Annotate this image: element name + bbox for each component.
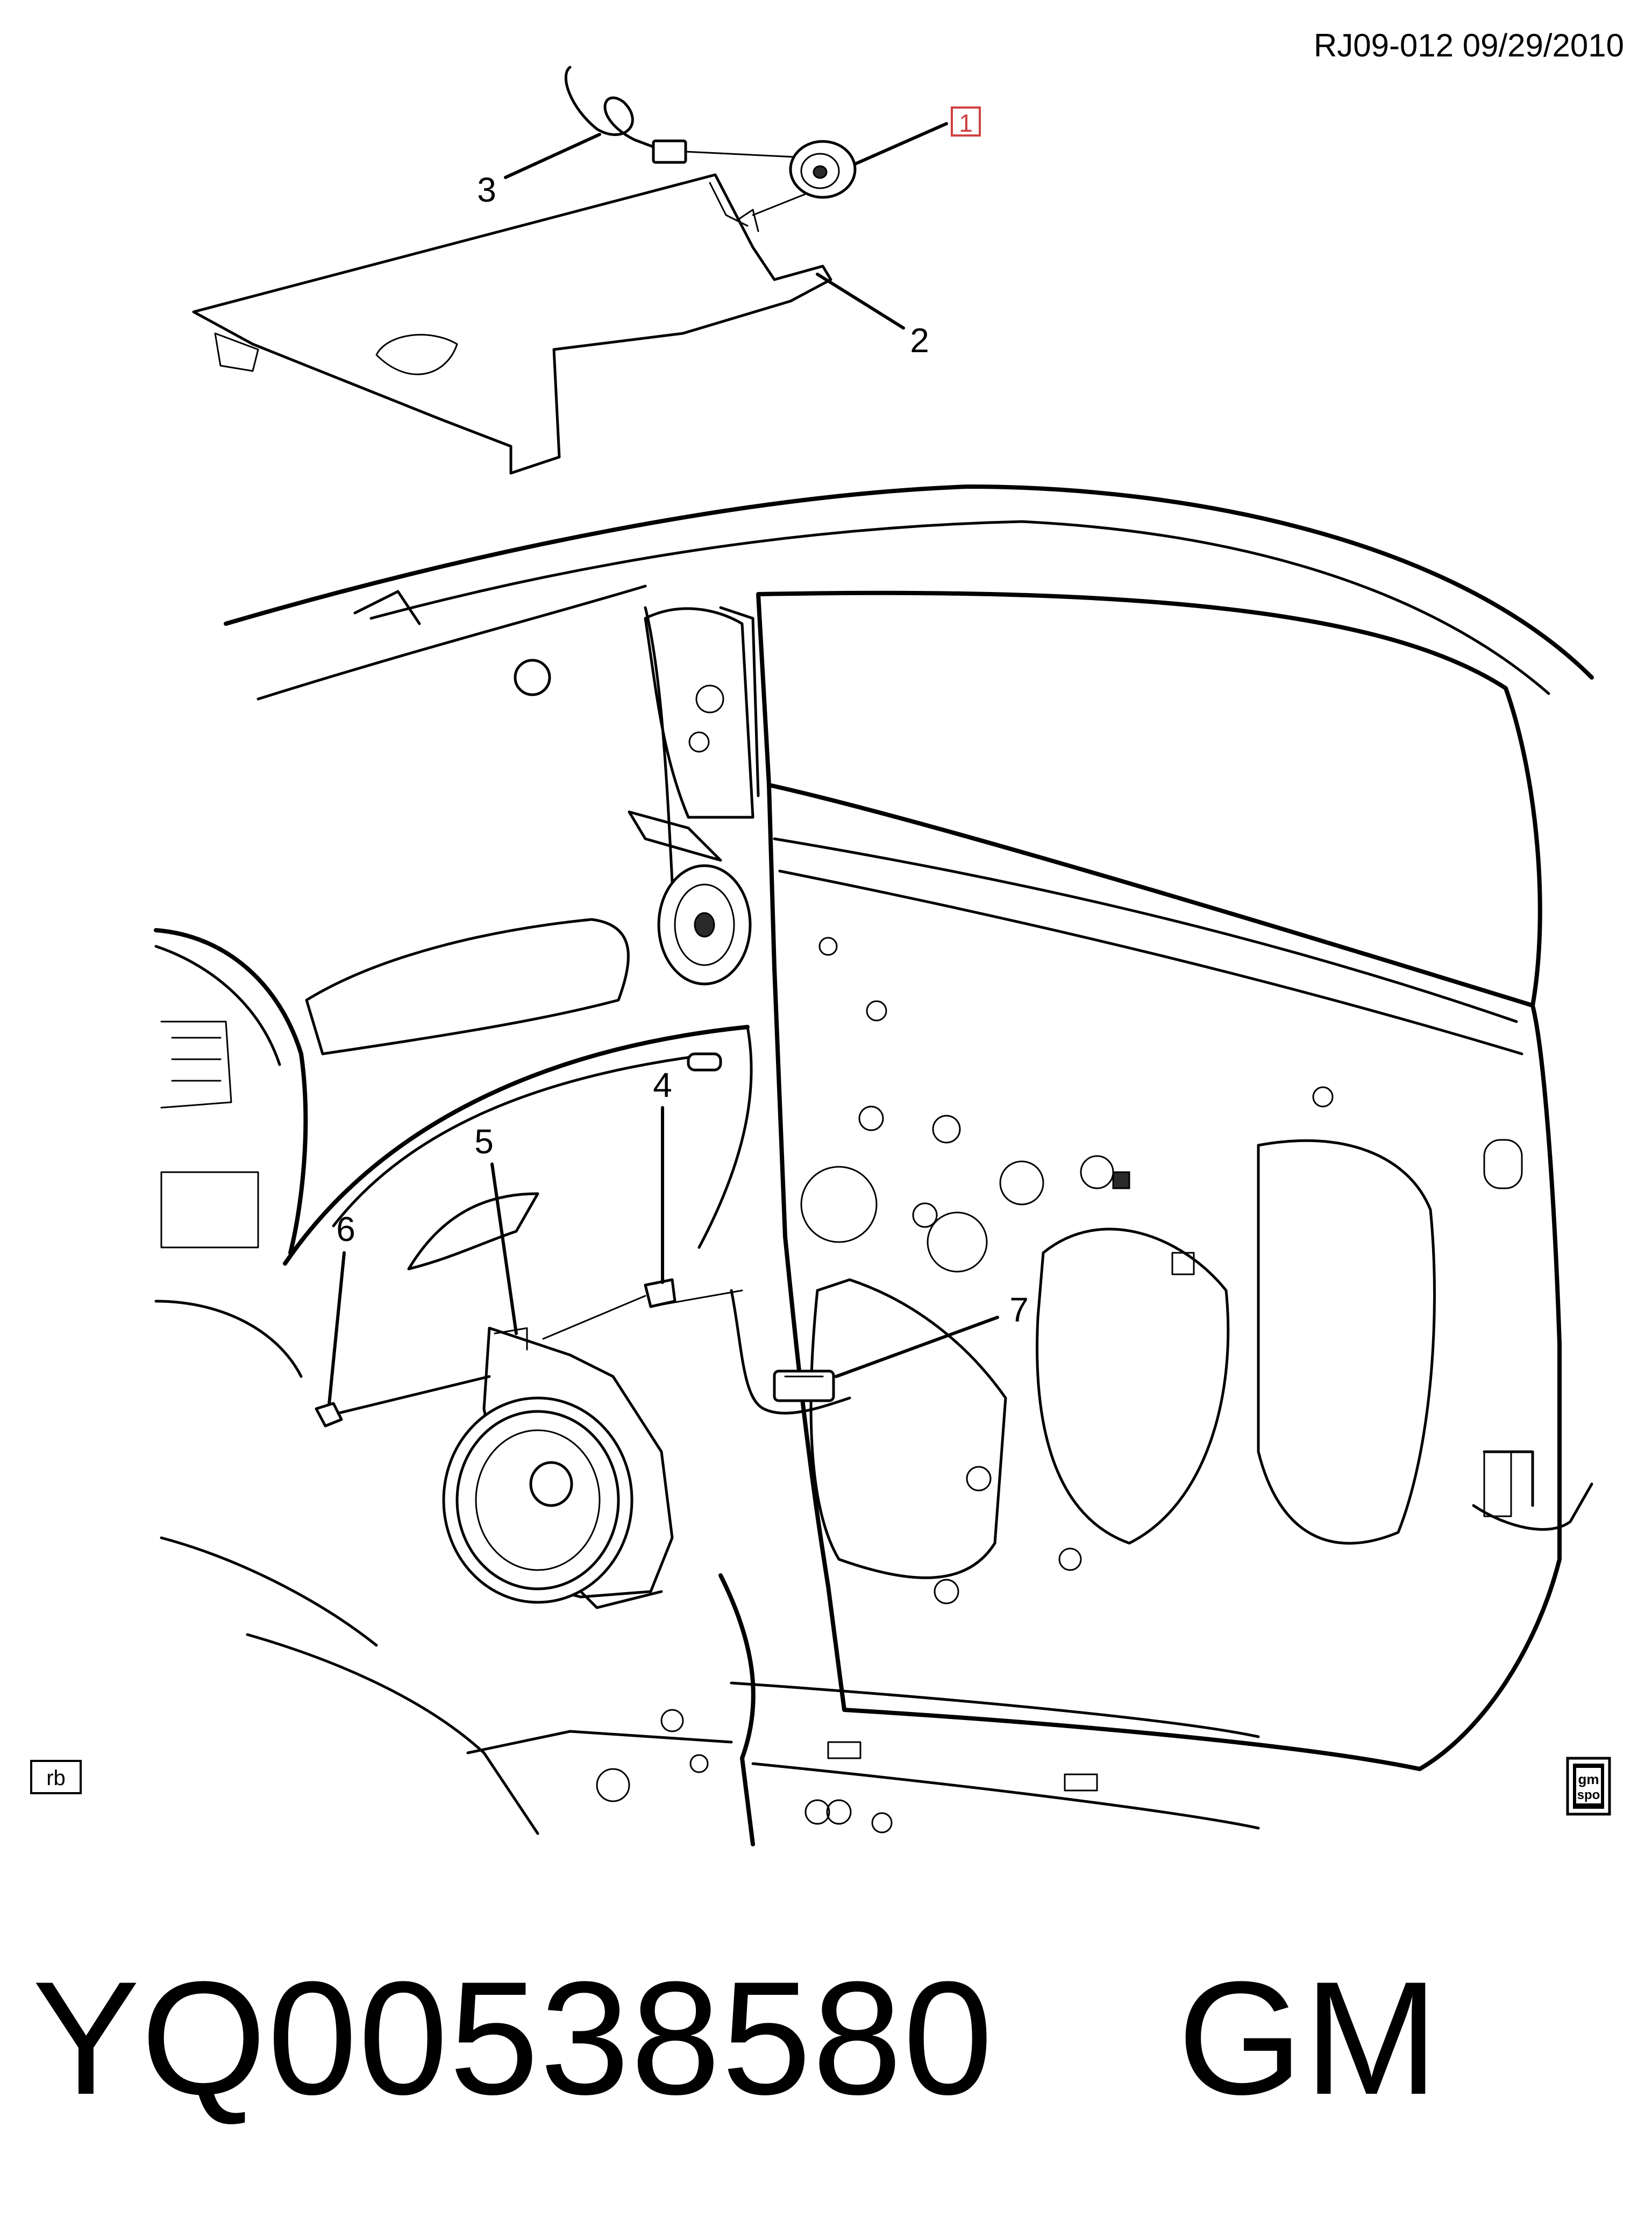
leader-5 (490, 1162, 518, 1335)
leader-6 (327, 1251, 346, 1406)
svg-text:spo: spo (1577, 1788, 1600, 1802)
leader-1 (853, 122, 948, 166)
reference-tag-rb: rb (30, 1760, 82, 1794)
a-pillar-trim-assembly (192, 66, 857, 475)
callout-6[interactable]: 6 (336, 1210, 355, 1249)
vehicle-body-and-door (154, 484, 1594, 1846)
svg-text:gm: gm (1578, 1771, 1599, 1787)
retainer-clip (542, 1278, 743, 1340)
speaker-wiring-connector (730, 1289, 851, 1415)
leader-2 (816, 273, 905, 330)
callout-2[interactable]: 2 (910, 321, 929, 360)
part-number-footer: YQ00538580 GM (32, 1947, 1440, 2128)
svg-text:1: 1 (959, 109, 973, 137)
leader-7 (835, 1316, 999, 1378)
callout-1[interactable]: 1 (951, 106, 981, 137)
callout-5[interactable]: 5 (474, 1122, 494, 1161)
callout-4[interactable]: 4 (653, 1066, 672, 1104)
door-speaker (442, 1326, 674, 1609)
gm-spo-logo: gm spo (1566, 1757, 1611, 1816)
leader-3 (504, 133, 601, 179)
bolt-fastener (315, 1375, 491, 1428)
document-id: RJ09-012 09/29/2010 (1314, 27, 1624, 63)
svg-text:rb: rb (46, 1766, 66, 1790)
callout-3[interactable]: 3 (477, 170, 496, 209)
callout-7[interactable]: 7 (1009, 1290, 1029, 1329)
